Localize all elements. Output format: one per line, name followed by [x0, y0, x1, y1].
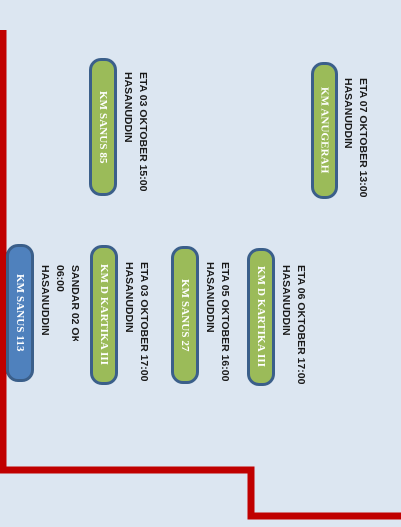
vessel-pill: KM D KARTIKA III [247, 248, 275, 386]
vessel-pill-berthed: KM SANUS 113 [6, 244, 34, 382]
vessel-eta: ETA 03 OKTOBER 15:00 HASANUDDIN [122, 72, 149, 192]
vessel-pill: KM SANUS 85 [89, 58, 117, 196]
vessel-name: KM SANUS 85 [97, 90, 109, 164]
vessel-eta: ETA 06 OKTOBER 17:00 HASANUDDIN [280, 265, 307, 385]
vessel-name: KM D KARTIKA III [255, 266, 267, 368]
vessel-eta: ETA 03 OKTOBER 17:00 HASANUDDIN [123, 262, 150, 382]
vessel-pill: KM D KARTIKA III [90, 245, 118, 385]
vessel-name: KM SANUS 27 [179, 278, 191, 352]
vessel-name: KM D KARTIKA III [98, 264, 110, 366]
vessel-name: KM ANUGERAH [318, 87, 331, 174]
vessel-eta: ETA 05 OKTOBER 16:00 HASANUDDIN [204, 262, 231, 382]
vessel-pill: KM SANUS 27 [171, 246, 199, 384]
vessel-name: KM SANUS 113 [14, 274, 26, 352]
vessel-eta: ETA 07 OKTOBER 13:00 HASANUDDIN [342, 78, 369, 198]
vessel-pill: KM ANUGERAH [311, 62, 338, 199]
vessel-berth-time: SANDAR 02 OKTOBER 06:00 HASANUDDIN [39, 265, 81, 341]
